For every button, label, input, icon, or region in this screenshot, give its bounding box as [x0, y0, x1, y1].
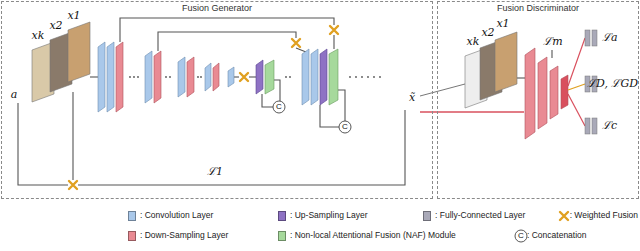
- legend-swatch: [278, 211, 286, 221]
- math-label: xk: [467, 36, 480, 48]
- math-label: ℒm: [543, 36, 562, 48]
- concat-symbol: C: [518, 232, 524, 241]
- region-box: Fusion Discriminator: [437, 1, 639, 199]
- math-label: ℒ1: [207, 166, 223, 178]
- math-label: a: [11, 89, 18, 101]
- concat-symbol: C: [342, 123, 348, 132]
- math-label: xk: [32, 30, 45, 42]
- math-label: x1: [67, 10, 80, 22]
- legend-text: : Fully-Connected Layer: [435, 211, 525, 220]
- legend-text: : Down-Sampling Layer: [140, 231, 228, 240]
- math-label: ℒc: [602, 120, 617, 132]
- math-label: x1: [496, 18, 509, 30]
- region-title: Fusion Discriminator: [438, 2, 638, 13]
- math-label: ℒD, ℒGD: [587, 78, 638, 90]
- legend-text: : Weighted Fusion: [570, 211, 638, 220]
- legend-swatch: [128, 211, 136, 221]
- concat-symbol: C: [276, 103, 282, 112]
- math-label: x2: [49, 20, 62, 32]
- math-label: x2: [481, 27, 494, 39]
- legend-text: : Concatenation: [527, 231, 587, 240]
- legend-swatch: [278, 231, 286, 241]
- legend-swatch: [128, 231, 136, 241]
- region-title: Fusion Generator: [2, 2, 432, 13]
- legend-text: : Convolution Layer: [140, 211, 213, 220]
- math-label: ℒa: [602, 32, 618, 44]
- math-label: x̃: [409, 92, 415, 104]
- legend-text: : Up-Sampling Layer: [290, 211, 367, 220]
- legend-swatch: [423, 211, 431, 221]
- legend-text: : Non-local Attentional Fusion (NAF) Mod…: [290, 231, 456, 240]
